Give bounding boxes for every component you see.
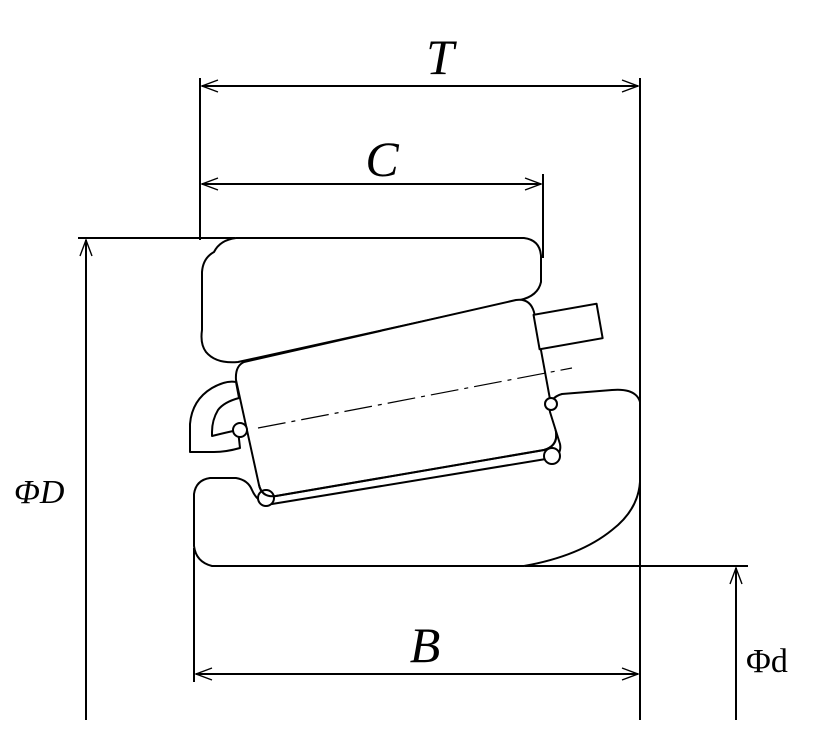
cone-fillet-right xyxy=(543,447,561,465)
outer-ring-cup xyxy=(200,237,542,364)
dimension-B: B xyxy=(193,548,640,682)
roller-centerline xyxy=(257,367,573,429)
label-T: T xyxy=(426,29,457,85)
dimension-C: C xyxy=(200,131,544,258)
label-C: C xyxy=(365,131,399,187)
arrowhead-B-right xyxy=(621,667,640,681)
arrowhead-T-left xyxy=(200,79,219,93)
cone-rib-notch xyxy=(544,397,558,411)
arrowhead-d xyxy=(729,566,743,585)
cage-pin-left xyxy=(232,422,248,438)
dimension-phiD: ΦD xyxy=(14,237,235,720)
arrowhead-D-top xyxy=(79,238,93,257)
arrowhead-B-left xyxy=(194,667,213,681)
cage-left-lip xyxy=(189,380,241,453)
roller-bottom-edge xyxy=(258,431,558,498)
cone-fillet-left xyxy=(257,489,275,507)
label-phid-text: Φd xyxy=(746,643,788,680)
label-phid: Φd xyxy=(746,643,788,680)
arrowhead-C-right xyxy=(524,177,543,191)
cage-right-stub xyxy=(532,302,604,351)
arrowhead-T-right xyxy=(621,79,640,93)
dimension-phid: Φd xyxy=(525,565,788,720)
arrowhead-C-left xyxy=(200,177,219,191)
label-phiD: ΦD xyxy=(14,474,65,511)
label-B: B xyxy=(410,617,441,673)
label-phiD-text: ΦD xyxy=(14,474,65,511)
dimension-T: T xyxy=(199,29,641,720)
